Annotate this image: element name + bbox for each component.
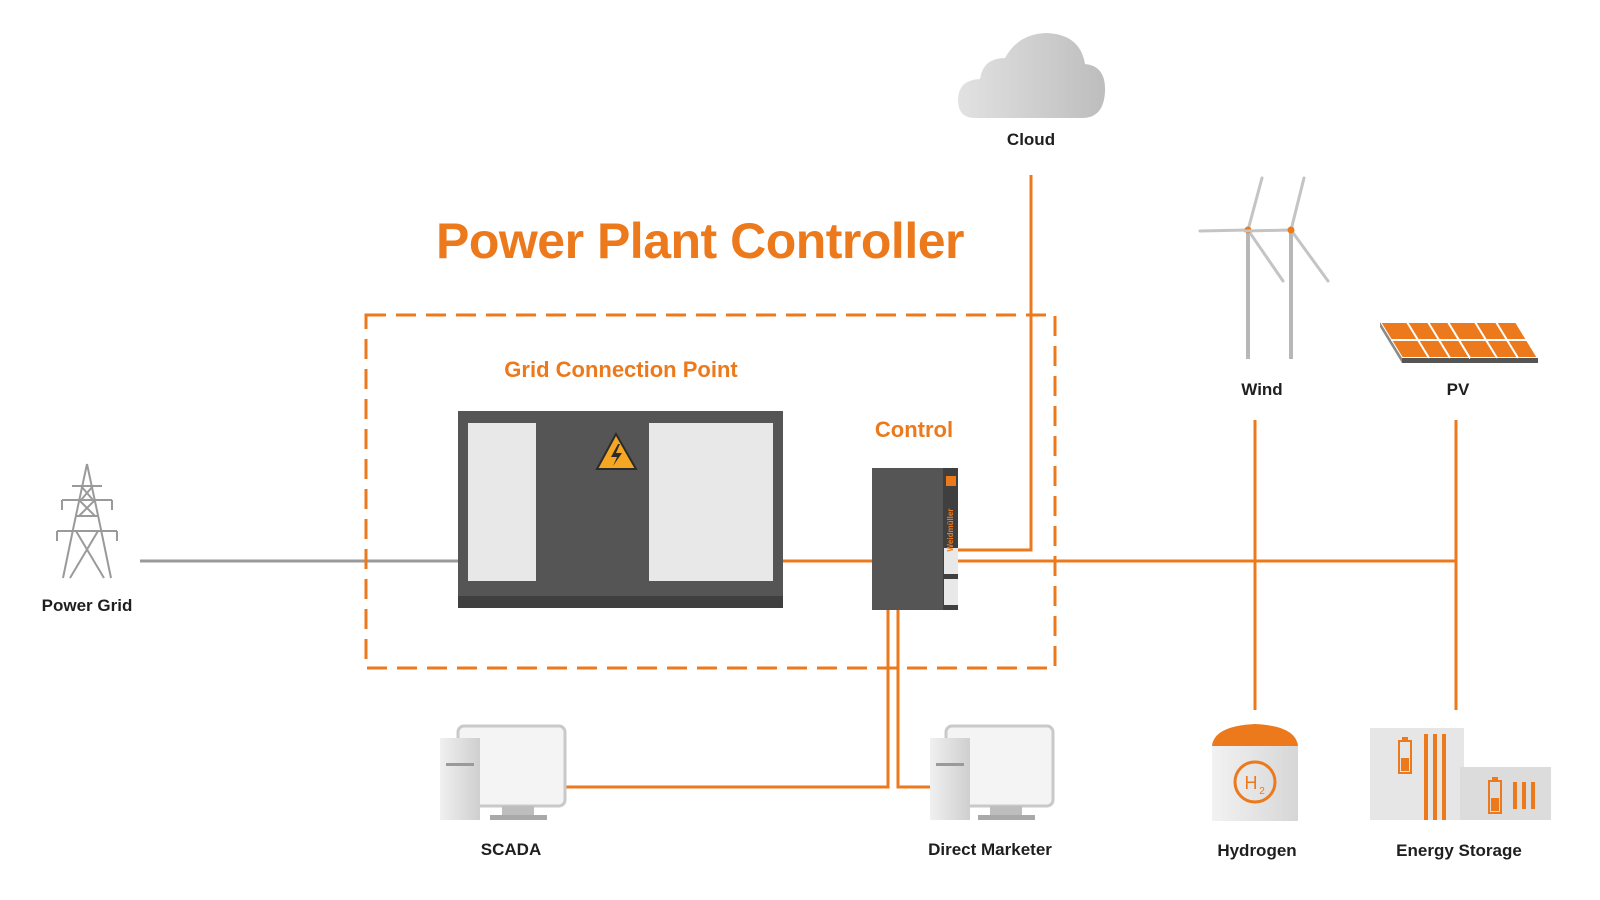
scada-desktop-icon bbox=[440, 724, 567, 820]
diagram-title: Power Plant Controller bbox=[436, 213, 964, 269]
control-label: Control bbox=[874, 417, 954, 442]
cloud-line bbox=[958, 175, 1033, 552]
power-grid-label: Power Grid bbox=[41, 596, 133, 615]
svg-text:H: H bbox=[1245, 773, 1258, 793]
control-brand-text: Weidmüller bbox=[946, 509, 955, 552]
controller-cabinet-icon: Weidmüller bbox=[872, 468, 958, 610]
transmission-tower-icon bbox=[56, 463, 118, 579]
grid-connection-point-label: Grid Connection Point bbox=[504, 357, 738, 382]
hydrogen-label: Hydrogen bbox=[1217, 841, 1297, 860]
hydrogen-tank-icon: H 2 bbox=[1212, 724, 1298, 821]
pv-label: PV bbox=[1446, 380, 1470, 399]
scada-label: SCADA bbox=[480, 840, 542, 859]
transformer-station-icon bbox=[458, 411, 783, 608]
solar-panel-icon bbox=[1378, 321, 1540, 363]
high-voltage-warning-icon bbox=[595, 431, 638, 470]
svg-text:2: 2 bbox=[1259, 786, 1265, 797]
cloud-label: Cloud bbox=[1006, 130, 1056, 149]
battery-storage-icon bbox=[1370, 728, 1551, 820]
energy-storage-label: Energy Storage bbox=[1396, 841, 1522, 860]
wind-label: Wind bbox=[1241, 380, 1283, 399]
scada-line bbox=[565, 610, 890, 789]
direct-marketer-label: Direct Marketer bbox=[928, 840, 1052, 859]
ppc-boundary bbox=[364, 313, 1057, 670]
direct-marketer-desktop-icon bbox=[930, 724, 1055, 820]
wind-turbine-icon bbox=[1198, 176, 1330, 359]
cloud-icon bbox=[958, 33, 1106, 118]
